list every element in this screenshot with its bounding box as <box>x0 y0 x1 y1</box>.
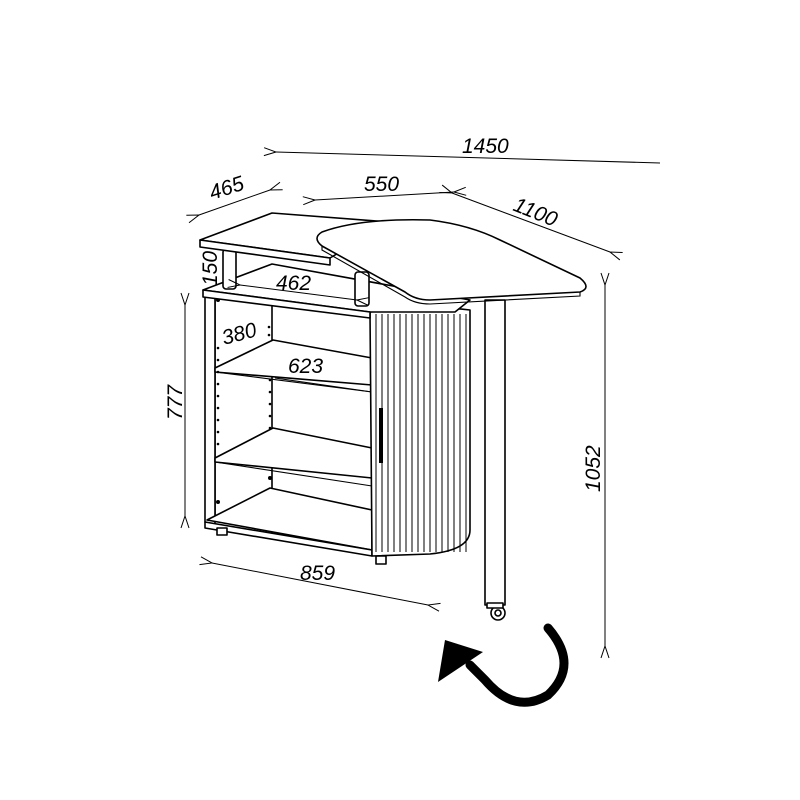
cabinet-back <box>214 279 273 521</box>
dim-arrow-1450 <box>276 152 661 164</box>
label-cabinet-height: 777 <box>164 384 187 420</box>
cabinet <box>202 263 471 565</box>
door-handle[interactable] <box>379 408 383 463</box>
label-shelf-width: 623 <box>288 355 323 378</box>
tambour-slats <box>375 314 467 552</box>
dim-arrow-550 <box>315 192 454 200</box>
dimension-arrows <box>185 152 661 646</box>
label-shelf-gap: 150 <box>199 251 222 286</box>
dim-arrow-462 <box>240 285 357 300</box>
label-inner-width: 462 <box>276 272 311 295</box>
label-top-width: 550 <box>364 173 399 196</box>
foot-right <box>375 555 387 565</box>
label-total-height: 1052 <box>582 445 605 492</box>
dim-arrow-465 <box>199 190 270 215</box>
dim-arrow-1100 <box>452 193 610 252</box>
desk-leg <box>484 299 506 621</box>
label-cabinet-width: 859 <box>300 562 335 585</box>
label-top-length: 1100 <box>510 193 561 231</box>
dim-arrow-859 <box>212 563 428 605</box>
foot-left <box>216 527 228 536</box>
rotate-arrow-icon <box>438 623 569 707</box>
label-total-width: 1450 <box>462 135 509 158</box>
cabinet-left-side <box>204 291 216 526</box>
tambour-door <box>369 307 471 557</box>
